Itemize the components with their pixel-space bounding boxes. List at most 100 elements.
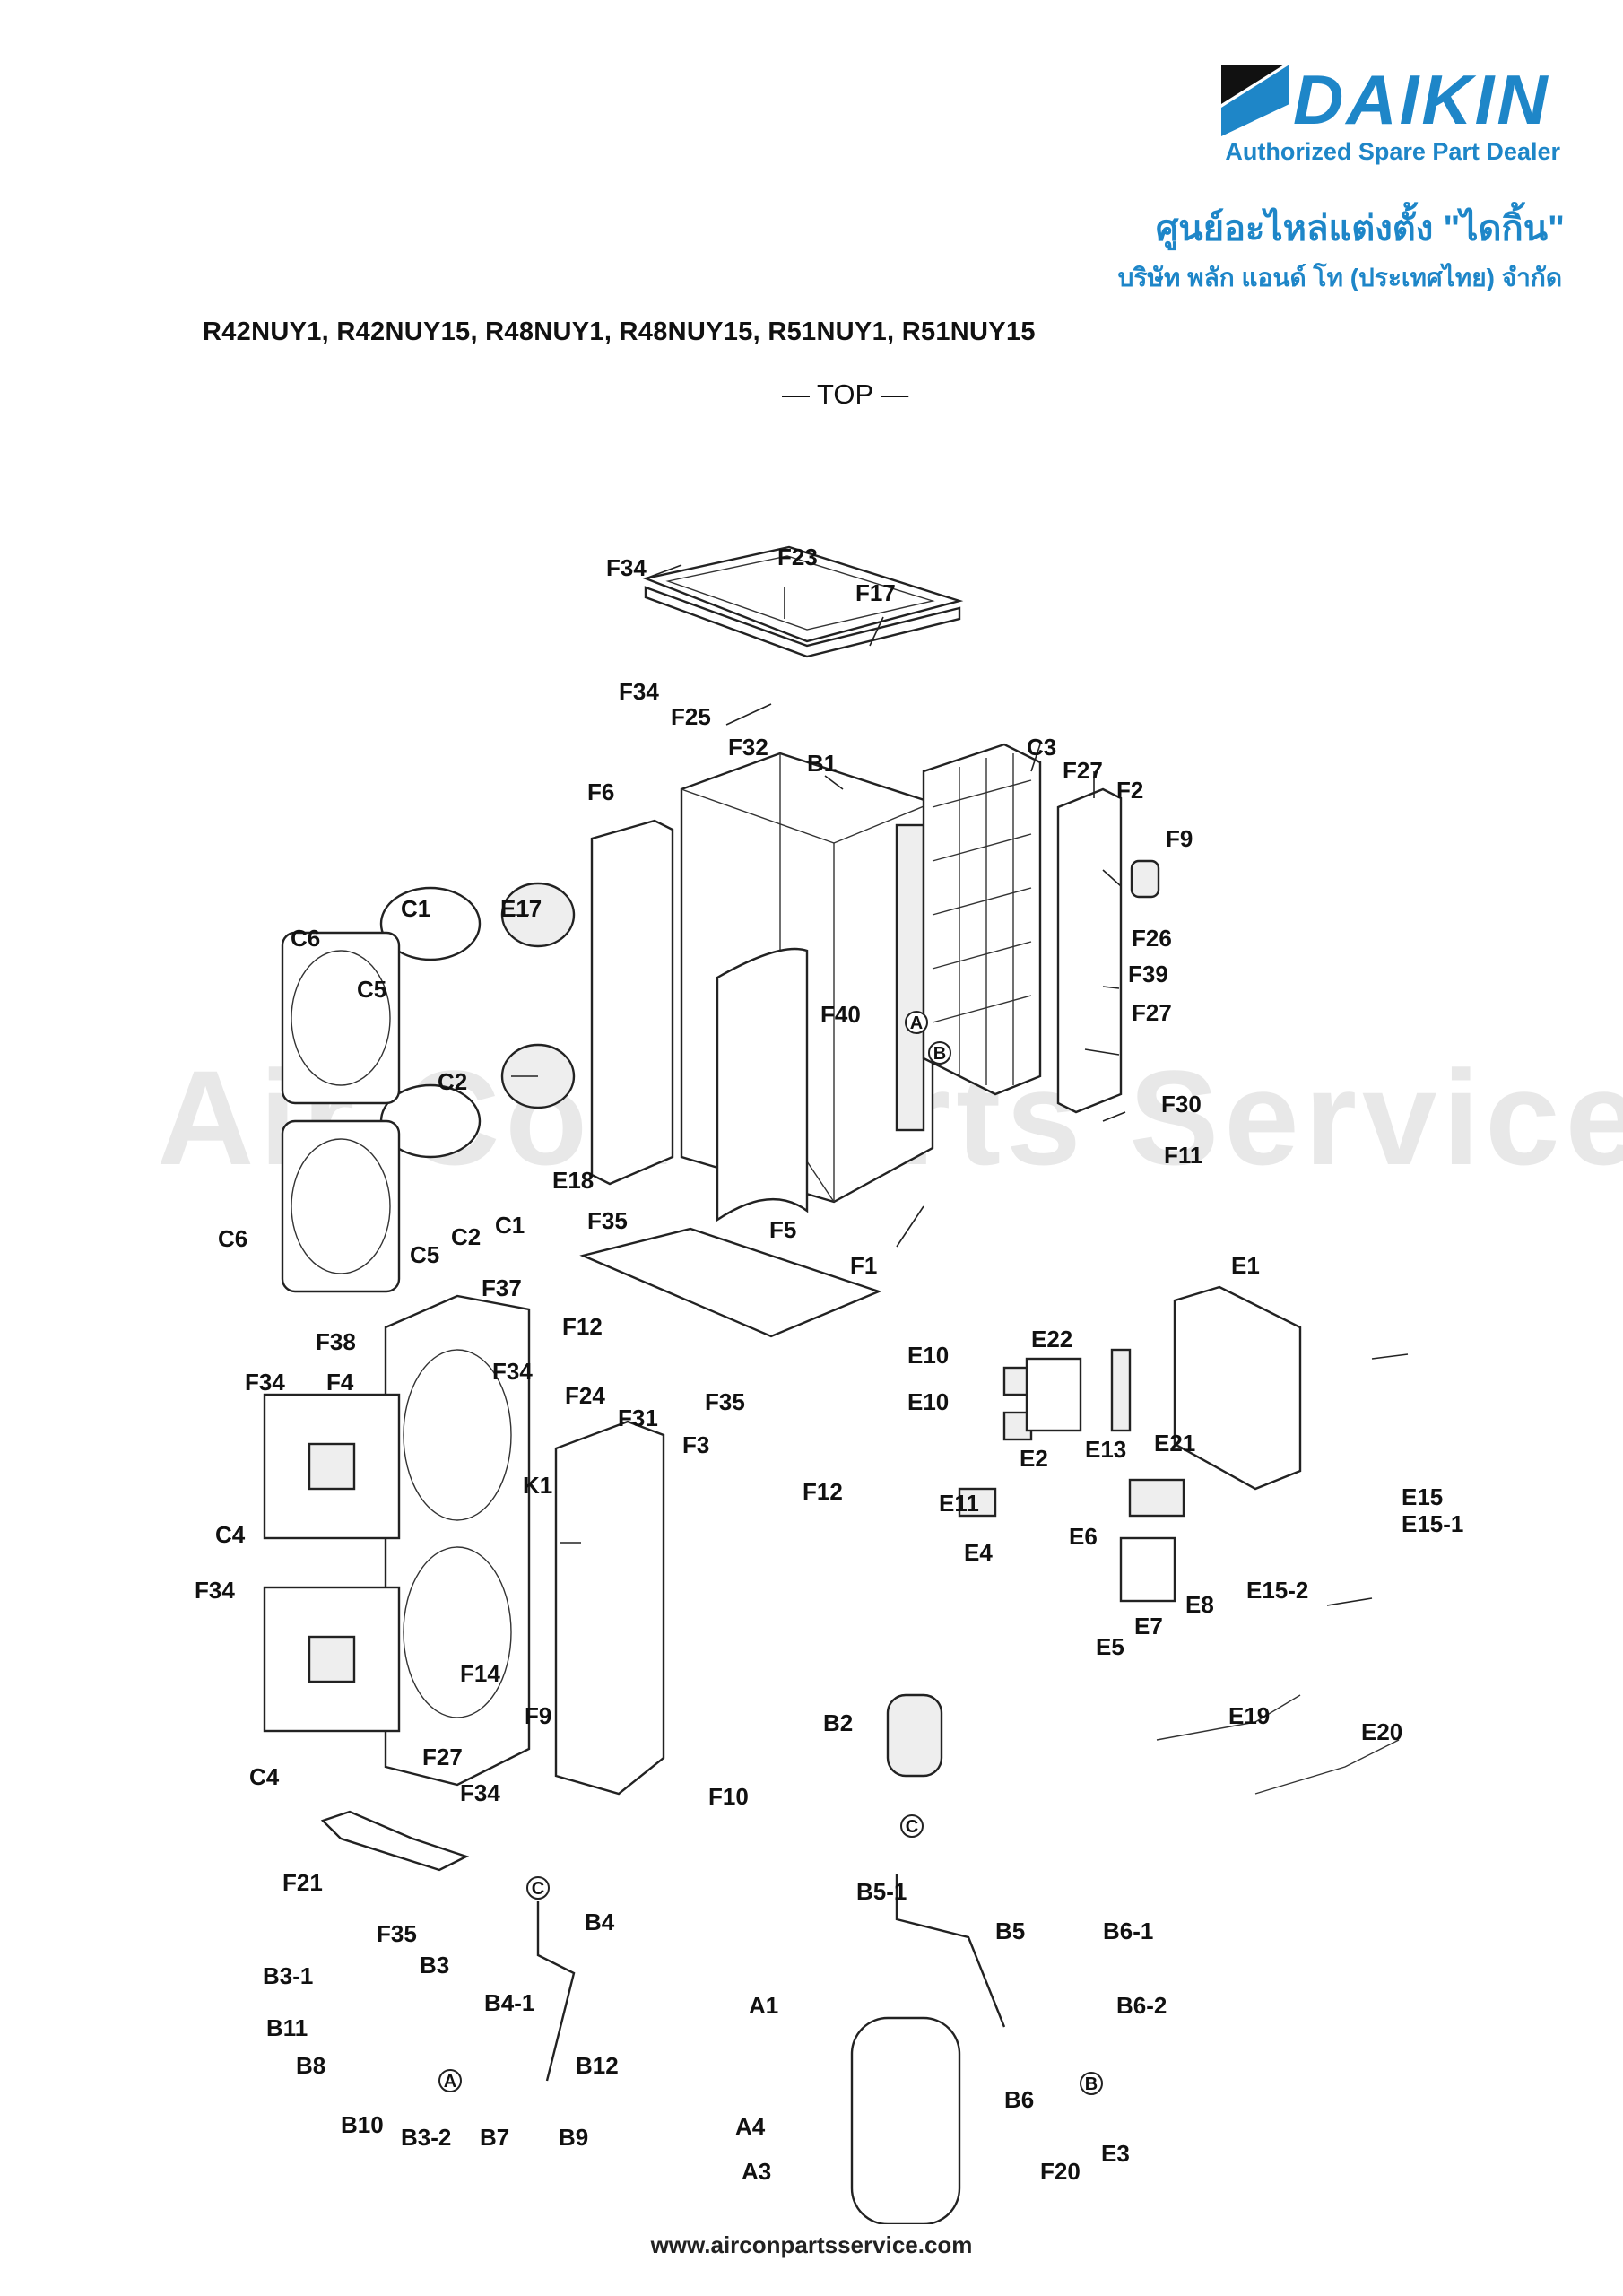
svg-text:A: A bbox=[444, 2072, 456, 2092]
label-F2: F2 bbox=[1116, 777, 1143, 804]
svg-text:A: A bbox=[910, 1013, 923, 1033]
label-B7: B7 bbox=[480, 2124, 509, 2151]
label-F38: F38 bbox=[316, 1328, 356, 1355]
label-C4: C4 bbox=[249, 1763, 280, 1790]
label-B12: B12 bbox=[576, 2052, 619, 2079]
label-B10: B10 bbox=[341, 2111, 384, 2138]
label-F27: F27 bbox=[1132, 999, 1172, 1026]
label-F3: F3 bbox=[682, 1431, 709, 1458]
label-F40: F40 bbox=[820, 1001, 861, 1028]
label-K1: K1 bbox=[523, 1472, 552, 1499]
label-F34: F34 bbox=[245, 1369, 285, 1396]
label-A4: A4 bbox=[735, 2113, 766, 2140]
svg-text:B: B bbox=[1085, 2074, 1098, 2094]
label-F26: F26 bbox=[1132, 925, 1172, 952]
label-C5: C5 bbox=[357, 976, 386, 1003]
label-C6: C6 bbox=[218, 1225, 247, 1252]
label-C2: C2 bbox=[438, 1068, 467, 1095]
label-B6-2: B6-2 bbox=[1116, 1992, 1167, 2019]
label-F39: F39 bbox=[1128, 961, 1168, 987]
label-A3: A3 bbox=[742, 2158, 771, 2185]
label-F35: F35 bbox=[377, 1920, 417, 1947]
label-B3-1: B3-1 bbox=[263, 1962, 313, 1989]
label-B1: B1 bbox=[807, 750, 837, 777]
label-F34: F34 bbox=[195, 1577, 235, 1604]
label-E10: E10 bbox=[907, 1388, 949, 1415]
label-E19: E19 bbox=[1228, 1702, 1270, 1729]
label-C1: C1 bbox=[401, 895, 430, 922]
label-F34: F34 bbox=[492, 1358, 533, 1385]
label-E15: E15 bbox=[1402, 1483, 1443, 1510]
label-E2: E2 bbox=[1020, 1445, 1048, 1472]
svg-text:C: C bbox=[532, 1879, 544, 1899]
label-E5: E5 bbox=[1096, 1633, 1124, 1660]
label-F24: F24 bbox=[565, 1382, 605, 1409]
label-F35: F35 bbox=[587, 1207, 628, 1234]
label-E17: E17 bbox=[500, 895, 542, 922]
label-F4: F4 bbox=[326, 1369, 354, 1396]
reference-markers: A B C C A B bbox=[438, 1011, 1103, 2095]
label-F25: F25 bbox=[671, 703, 711, 730]
label-E4: E4 bbox=[964, 1539, 993, 1566]
label-A1: A1 bbox=[749, 1992, 778, 2019]
label-E20: E20 bbox=[1361, 1718, 1402, 1745]
label-E21: E21 bbox=[1154, 1430, 1195, 1457]
dealer-title-thai: ศูนย์อะไหล่แต่งตั้ง "ไดกิ้น" bbox=[1155, 209, 1565, 248]
label-F34: F34 bbox=[460, 1779, 500, 1806]
label-C6: C6 bbox=[291, 925, 320, 952]
label-F9: F9 bbox=[1166, 825, 1193, 852]
label-E13: E13 bbox=[1085, 1436, 1126, 1463]
label-E10: E10 bbox=[907, 1342, 949, 1369]
label-F5: F5 bbox=[769, 1216, 796, 1243]
label-F20: F20 bbox=[1040, 2158, 1081, 2185]
label-F34: F34 bbox=[619, 678, 659, 705]
label-B5-1: B5-1 bbox=[856, 1878, 907, 1905]
label-B5: B5 bbox=[995, 1918, 1025, 1944]
svg-text:C: C bbox=[906, 1817, 918, 1837]
label-C3: C3 bbox=[1027, 734, 1056, 761]
label-B3: B3 bbox=[420, 1952, 449, 1979]
label-F10: F10 bbox=[708, 1783, 749, 1810]
label-F12: F12 bbox=[803, 1478, 843, 1505]
company-name-thai: บริษัท พลัก แอนด์ โท (ประเทศไทย) จำกัด bbox=[1117, 264, 1562, 291]
parts-diagram: A B C C A B F bbox=[195, 544, 1463, 2224]
label-E18: E18 bbox=[552, 1167, 594, 1194]
label-B6: B6 bbox=[1004, 2086, 1034, 2113]
brand-name: DAIKIN bbox=[1293, 60, 1550, 139]
label-F31: F31 bbox=[618, 1405, 658, 1431]
label-F17: F17 bbox=[855, 579, 896, 606]
label-F23: F23 bbox=[777, 544, 818, 570]
label-B6-1: B6-1 bbox=[1103, 1918, 1153, 1944]
label-B9: B9 bbox=[559, 2124, 588, 2151]
part-labels: F34 F23 F17 F34 F25 F32 B1 C3 F27 F2 F9 … bbox=[195, 544, 1463, 2185]
label-F35: F35 bbox=[705, 1388, 745, 1415]
view-label: — TOP — bbox=[782, 378, 909, 410]
footer-website-url: www.airconpartsservice.com bbox=[650, 2231, 973, 2258]
label-C5: C5 bbox=[410, 1241, 439, 1268]
label-E1: E1 bbox=[1231, 1252, 1260, 1279]
label-F30: F30 bbox=[1161, 1091, 1202, 1118]
label-B4-1: B4-1 bbox=[484, 1989, 534, 2016]
model-list-title: R42NUY1, R42NUY15, R48NUY1, R48NUY15, R5… bbox=[203, 317, 1036, 346]
label-E11: E11 bbox=[939, 1490, 979, 1517]
label-F27: F27 bbox=[422, 1744, 463, 1770]
leader-lines bbox=[507, 564, 1409, 1606]
label-E8: E8 bbox=[1185, 1591, 1214, 1618]
svg-text:B: B bbox=[933, 1044, 946, 1064]
label-F27: F27 bbox=[1063, 757, 1103, 784]
label-F12: F12 bbox=[562, 1313, 603, 1340]
label-E15-1: E15-1 bbox=[1402, 1510, 1463, 1537]
daikin-logo-icon bbox=[1221, 65, 1289, 136]
label-F32: F32 bbox=[728, 734, 768, 761]
label-B11: B11 bbox=[266, 2014, 308, 2041]
label-F1: F1 bbox=[850, 1252, 877, 1279]
label-F14: F14 bbox=[460, 1660, 500, 1687]
label-C2: C2 bbox=[451, 1223, 481, 1250]
label-E6: E6 bbox=[1069, 1523, 1098, 1550]
label-F11: F11 bbox=[1164, 1142, 1202, 1169]
label-F37: F37 bbox=[482, 1274, 522, 1301]
label-B2: B2 bbox=[823, 1709, 853, 1736]
label-C4: C4 bbox=[215, 1521, 246, 1548]
label-E22: E22 bbox=[1031, 1326, 1072, 1352]
